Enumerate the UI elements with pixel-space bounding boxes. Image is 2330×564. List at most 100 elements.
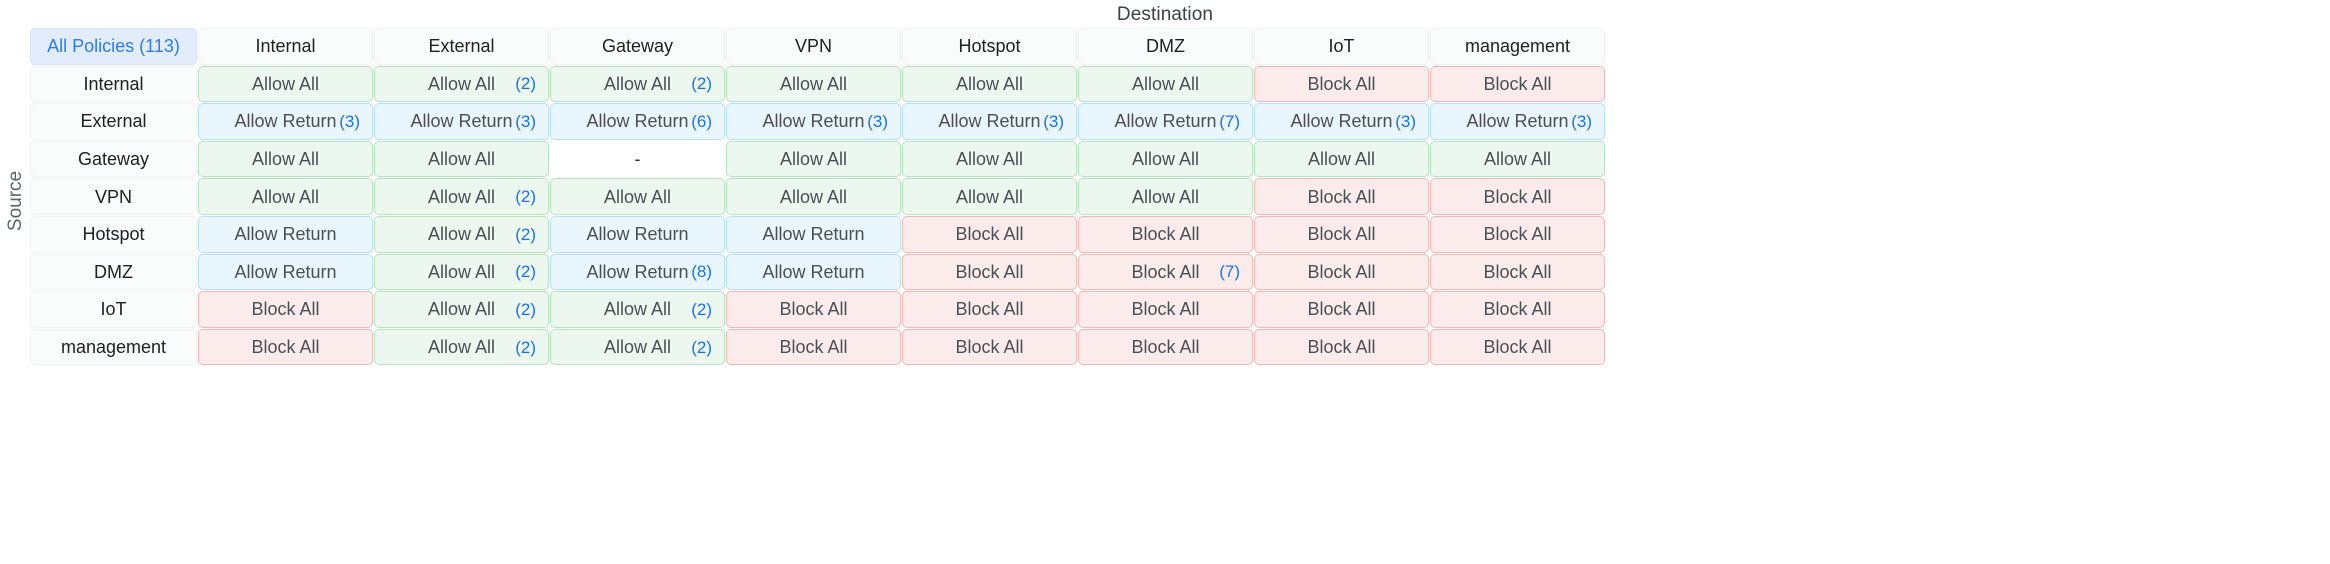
policy-cell[interactable]: Block All: [1078, 215, 1253, 253]
policy-cell[interactable]: Allow All: [1078, 140, 1253, 178]
policy-cell[interactable]: Allow All: [1254, 140, 1429, 178]
policy-cell[interactable]: Allow All: [726, 65, 901, 103]
policy-cell[interactable]: Allow Return(3): [198, 103, 373, 140]
column-header-internal[interactable]: Internal: [198, 28, 373, 65]
row-header-iot[interactable]: IoT: [30, 291, 197, 328]
policy-cell-label: Allow All: [251, 186, 320, 207]
row-header-internal[interactable]: Internal: [30, 65, 197, 103]
policy-cell-label: Block All: [1131, 337, 1200, 358]
policy-cell[interactable]: Allow All: [1078, 65, 1253, 103]
policy-cell[interactable]: Block All: [1254, 215, 1429, 253]
policy-cell[interactable]: Allow Return: [198, 215, 373, 253]
policy-cell[interactable]: Allow All: [198, 140, 373, 178]
row-header-vpn[interactable]: VPN: [30, 178, 197, 215]
policy-cell[interactable]: Allow All(2): [374, 291, 549, 328]
policy-cell-count: (3): [867, 111, 888, 131]
policy-cell[interactable]: Block All: [1254, 65, 1429, 103]
policy-cell[interactable]: Allow Return(3): [1254, 103, 1429, 140]
policy-cell-label: Block All: [779, 299, 848, 320]
policy-cell-label: Block All: [1483, 224, 1552, 245]
policy-cell[interactable]: Allow Return(3): [726, 103, 901, 140]
policy-cell[interactable]: Allow All(2): [374, 215, 549, 253]
row-header-dmz[interactable]: DMZ: [30, 253, 197, 291]
policy-cell-label: Allow All: [603, 186, 672, 207]
policy-cell-label: Allow All: [427, 73, 496, 94]
policy-cell[interactable]: Block All: [726, 328, 901, 366]
policy-cell[interactable]: Allow All(2): [374, 328, 549, 366]
policy-cell[interactable]: Allow Return(6): [550, 103, 725, 140]
policy-cell[interactable]: Block All: [198, 291, 373, 328]
policy-cell[interactable]: Block All: [1254, 253, 1429, 291]
row-header-external[interactable]: External: [30, 103, 197, 140]
policy-cell[interactable]: Allow Return: [198, 253, 373, 291]
policy-cell[interactable]: Block All: [1430, 291, 1605, 328]
policy-cell[interactable]: Allow All: [1078, 178, 1253, 215]
policy-cell-label: Block All: [1307, 186, 1376, 207]
policy-cell[interactable]: Allow Return(8): [550, 253, 725, 291]
policy-cell[interactable]: Allow All(2): [374, 178, 549, 215]
policy-cell[interactable]: Allow Return(3): [902, 103, 1077, 140]
policy-cell[interactable]: Allow Return(3): [1430, 103, 1605, 140]
policy-cell[interactable]: Allow All (2): [550, 328, 725, 366]
policy-cell[interactable]: Allow Return: [726, 215, 901, 253]
column-header-iot[interactable]: IoT: [1254, 28, 1429, 65]
column-header-dmz[interactable]: DMZ: [1078, 28, 1253, 65]
policy-cell[interactable]: Block All: [1430, 328, 1605, 366]
policy-cell[interactable]: Allow All(2): [550, 65, 725, 103]
policy-cell[interactable]: Allow All: [902, 65, 1077, 103]
column-header-gateway[interactable]: Gateway: [550, 28, 725, 65]
policy-cell[interactable]: Allow All: [374, 140, 549, 178]
policy-cell-label: Allow Return: [234, 261, 337, 282]
policy-cell-label: Block All: [1307, 337, 1376, 358]
policy-cell-label: Allow All: [603, 337, 672, 358]
row-header-gateway[interactable]: Gateway: [30, 140, 197, 178]
row-header-management[interactable]: management: [30, 328, 197, 366]
policy-cell[interactable]: Block All: [902, 253, 1077, 291]
policy-cell[interactable]: Allow All: [726, 140, 901, 178]
policy-cell-count: (2): [691, 299, 712, 319]
policy-cell[interactable]: Block All: [1078, 328, 1253, 366]
policy-cell-label: Allow All: [1483, 149, 1552, 170]
policy-cell-label: Block All: [1483, 299, 1552, 320]
column-header-external[interactable]: External: [374, 28, 549, 65]
policy-cell[interactable]: Allow All: [902, 178, 1077, 215]
policy-cell[interactable]: Allow Return(7): [1078, 103, 1253, 140]
policy-cell[interactable]: Block All(7): [1078, 253, 1253, 291]
policy-cell[interactable]: Allow All: [902, 140, 1077, 178]
policy-cell[interactable]: Allow All: [726, 178, 901, 215]
policy-cell-label: Allow Return: [234, 111, 337, 132]
policy-cell-label: Block All: [1131, 299, 1200, 320]
policy-cell[interactable]: Block All: [1430, 65, 1605, 103]
policy-cell[interactable]: Allow All: [198, 65, 373, 103]
all-policies-button[interactable]: All Policies (113): [30, 28, 197, 65]
policy-cell-label: Block All: [1483, 261, 1552, 282]
policy-cell-count: (2): [691, 337, 712, 357]
column-header-vpn[interactable]: VPN: [726, 28, 901, 65]
policy-cell[interactable]: Allow Return(3): [374, 103, 549, 140]
policy-cell[interactable]: Block All: [1078, 291, 1253, 328]
policy-cell[interactable]: Block All: [902, 328, 1077, 366]
policy-cell[interactable]: Allow Return: [726, 253, 901, 291]
policy-cell[interactable]: Block All: [1254, 291, 1429, 328]
policy-cell[interactable]: Allow All: [1430, 140, 1605, 178]
policy-cell-label: Allow All: [251, 73, 320, 94]
policy-cell[interactable]: Allow All(2): [374, 65, 549, 103]
row-header-hotspot[interactable]: Hotspot: [30, 215, 197, 253]
column-header-management[interactable]: management: [1430, 28, 1605, 65]
policy-cell[interactable]: Block All: [1430, 253, 1605, 291]
policy-cell[interactable]: Block All: [1430, 178, 1605, 215]
policy-cell[interactable]: Block All: [1254, 178, 1429, 215]
policy-cell[interactable]: -: [550, 140, 725, 178]
policy-cell[interactable]: Block All: [198, 328, 373, 366]
policy-cell[interactable]: Block All: [726, 291, 901, 328]
policy-cell[interactable]: Block All: [1430, 215, 1605, 253]
policy-cell[interactable]: Allow All: [550, 178, 725, 215]
policy-cell[interactable]: Allow Return: [550, 215, 725, 253]
policy-cell[interactable]: Block All: [902, 291, 1077, 328]
policy-cell[interactable]: Block All: [1254, 328, 1429, 366]
policy-cell[interactable]: Allow All(2): [550, 291, 725, 328]
policy-cell[interactable]: Block All: [902, 215, 1077, 253]
column-header-hotspot[interactable]: Hotspot: [902, 28, 1077, 65]
policy-cell[interactable]: Allow All: [198, 178, 373, 215]
policy-cell[interactable]: Allow All(2): [374, 253, 549, 291]
